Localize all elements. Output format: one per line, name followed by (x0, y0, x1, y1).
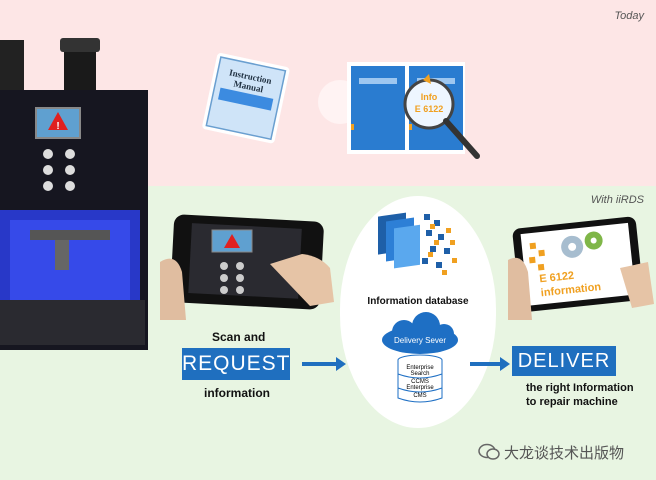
svg-text:E 6122: E 6122 (539, 270, 575, 286)
svg-text:Enterprise: Enterprise (406, 365, 434, 371)
deliver-box: DELIVER (512, 346, 616, 376)
svg-text:CMS: CMS (413, 393, 426, 399)
information-database-label: Information database (367, 296, 469, 307)
arrow-to-database (302, 357, 346, 371)
request-box: REQUEST (182, 348, 290, 380)
deliver-caption-line2: to repair machine (526, 396, 618, 408)
information-label: information (204, 386, 270, 400)
svg-text:!: ! (56, 121, 59, 132)
with-iirds-label: With iiRDS (590, 194, 644, 206)
document-cluster-icon (378, 212, 457, 275)
svg-text:Enterprise: Enterprise (406, 385, 434, 391)
scan-and-label: Scan and (212, 330, 266, 344)
wechat-icon (478, 443, 500, 460)
server-stack-icon: Enterprise Search CCMS Enterprise CMS (397, 354, 443, 403)
svg-text:CCMS: CCMS (411, 379, 429, 385)
watermark-text: 大龙谈技术出版物 (504, 444, 625, 462)
delivery-server-cloud-icon: Delivery Sever (382, 312, 458, 354)
instruction-manual-image: Instruction Manual (202, 53, 290, 144)
catalog-magnifier-image: Info E 6122 (347, 62, 480, 159)
deliver-caption-line1: the right Information (526, 382, 634, 394)
svg-text:Info: Info (421, 92, 438, 102)
arrow-to-deliver (470, 357, 510, 371)
svg-text:Delivery Sever: Delivery Sever (394, 336, 446, 345)
today-label: Today (614, 10, 644, 22)
coffee-machine-image: ! (0, 38, 148, 350)
right-tablet-image: E 6122 information (508, 216, 654, 320)
svg-text:Search: Search (410, 371, 429, 377)
svg-text:E 6122: E 6122 (415, 104, 444, 114)
left-tablet-image (160, 214, 334, 320)
